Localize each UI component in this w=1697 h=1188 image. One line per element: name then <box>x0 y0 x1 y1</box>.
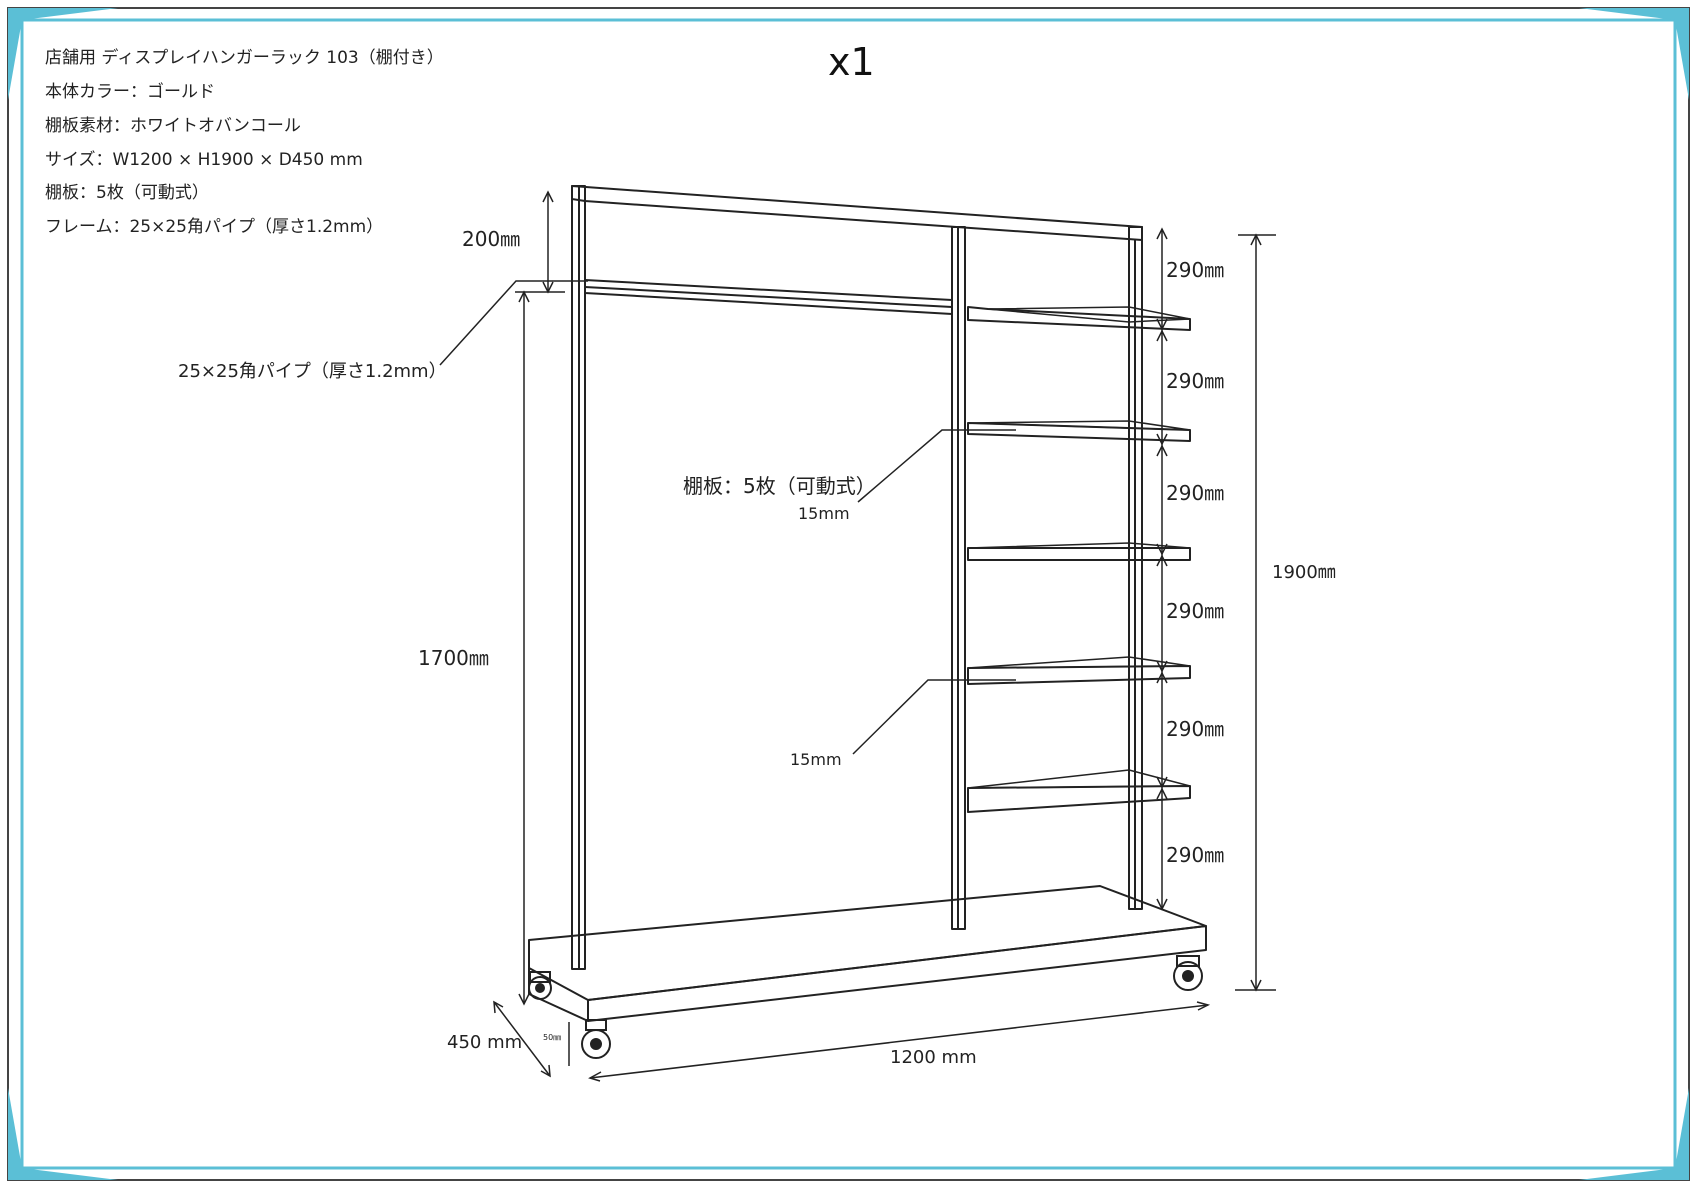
spec-shelf-material: 棚板素材：ホワイトオバンコール <box>45 116 301 136</box>
sheet-border <box>7 7 1690 1181</box>
shelf <box>967 306 1191 331</box>
corner-accents <box>8 8 1689 1180</box>
spec-size: サイズ：W1200 × H1900 × D450 mm <box>45 150 363 170</box>
shelf <box>967 542 1191 561</box>
caster-wheel <box>581 1019 611 1059</box>
dimension-lines <box>439 190 1276 1082</box>
top-rail <box>571 185 1143 241</box>
shelf-spacing-label: 290㎜ <box>1166 843 1224 867</box>
shelf-thickness-callout: 15mm <box>790 750 842 769</box>
shelf-thickness-callout: 15mm <box>798 504 850 523</box>
spec-color: 本体カラー：ゴールド <box>45 82 215 102</box>
base-platform <box>528 885 1207 1022</box>
spec-title: 店舗用 ディスプレイハンガーラック 103（棚付き） <box>45 48 444 68</box>
rack-drawing <box>571 185 1143 970</box>
shelves <box>967 306 1191 813</box>
shelves-callout: 棚板：5枚（可動式） <box>683 474 876 498</box>
shelf-spacing-label: 290㎜ <box>1166 717 1224 741</box>
spec-frame: フレーム：25×25角パイプ（厚さ1.2mm） <box>45 217 384 237</box>
dimension-labels: 200㎜ 1700㎜ 1900㎜ 1200 mm 450 mm 50㎜ 290㎜… <box>178 227 1336 1068</box>
shelf-spacing-label: 290㎜ <box>1166 369 1224 393</box>
quantity-label: x1 <box>828 40 875 84</box>
top-gap-label: 200㎜ <box>462 227 520 251</box>
caster-wheel <box>528 971 552 1000</box>
shelf <box>967 769 1191 813</box>
total-height-label: 1900㎜ <box>1272 562 1336 583</box>
hanger-height-label: 1700㎜ <box>418 646 489 670</box>
depth-label: 450 mm <box>447 1032 522 1053</box>
shelf-spacing-label: 290㎜ <box>1166 258 1224 282</box>
width-label: 1200 mm <box>890 1047 977 1068</box>
hanging-pipe <box>584 279 953 315</box>
shelf-spacing-label: 290㎜ <box>1166 481 1224 505</box>
pipe-callout: 25×25角パイプ（厚さ1.2mm） <box>178 361 447 382</box>
caster-wheel <box>1173 955 1203 991</box>
shelf <box>967 420 1191 442</box>
casters <box>528 955 1203 1059</box>
shelf-spacing-label: 290㎜ <box>1166 599 1224 623</box>
spec-shelf-count: 棚板：5枚（可動式） <box>45 183 209 203</box>
shelf <box>967 656 1191 685</box>
base-thickness-label: 50㎜ <box>543 1033 561 1042</box>
